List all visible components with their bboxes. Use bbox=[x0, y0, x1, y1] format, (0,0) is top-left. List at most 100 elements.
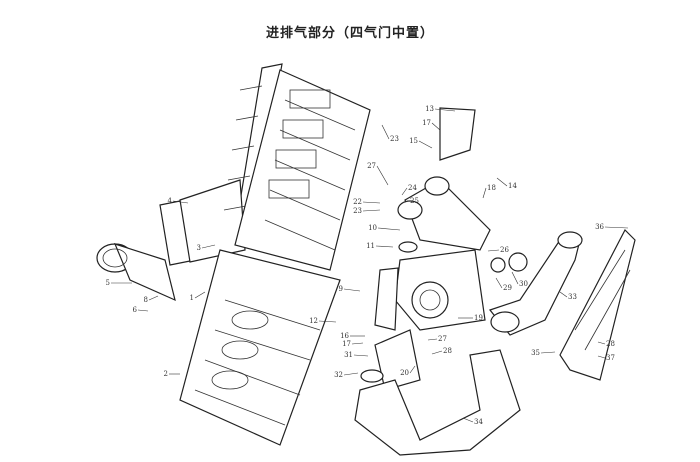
part-number: 34 bbox=[474, 418, 483, 426]
heat-shield bbox=[559, 228, 636, 381]
part-number: 19 bbox=[474, 314, 483, 322]
part-number: 5 bbox=[106, 279, 110, 287]
part-number: 17 bbox=[342, 340, 351, 348]
part-number: 33 bbox=[568, 293, 577, 301]
leader-line bbox=[559, 291, 568, 298]
leader-line bbox=[401, 187, 408, 196]
part-number: 28 bbox=[606, 340, 615, 348]
leader-line bbox=[353, 354, 369, 357]
part-label: 18 bbox=[482, 184, 496, 199]
part-label: 31 bbox=[344, 351, 369, 359]
leader-line bbox=[376, 165, 389, 186]
part-number: 22 bbox=[353, 198, 362, 206]
part-number: 23 bbox=[353, 207, 362, 215]
leader-line bbox=[482, 187, 487, 199]
leader-line bbox=[343, 288, 361, 292]
part-number: 15 bbox=[409, 137, 418, 145]
part-number: 26 bbox=[500, 246, 509, 254]
leader-line bbox=[431, 350, 443, 355]
part-label: 11 bbox=[366, 242, 394, 250]
part-label: 23 bbox=[381, 124, 399, 143]
part-number: 18 bbox=[487, 184, 496, 192]
part-label: 2 bbox=[164, 370, 180, 378]
leader-line bbox=[201, 244, 216, 249]
part-number: 10 bbox=[368, 224, 377, 232]
clamp bbox=[398, 241, 418, 253]
part-number: 25 bbox=[410, 197, 419, 205]
part-number: 32 bbox=[334, 371, 343, 379]
part-label: 32 bbox=[334, 371, 359, 379]
leader-line bbox=[597, 341, 606, 345]
cylinder-head bbox=[234, 69, 371, 271]
part-label: 17 bbox=[342, 340, 364, 348]
leader-line bbox=[434, 108, 456, 112]
part-number: 4 bbox=[168, 197, 173, 205]
part-number: 29 bbox=[503, 284, 512, 292]
leader-line bbox=[381, 124, 390, 140]
large-air-pipe bbox=[354, 349, 521, 456]
leader-line bbox=[401, 200, 410, 204]
part-number: 24 bbox=[408, 184, 417, 192]
part-label: 19 bbox=[458, 314, 483, 322]
part-number: 2 bbox=[164, 370, 168, 378]
part-number: 31 bbox=[344, 351, 353, 359]
part-label: 30 bbox=[511, 271, 528, 288]
part-label: 12 bbox=[309, 317, 337, 325]
part-label: 29 bbox=[495, 277, 512, 292]
part-number: 3 bbox=[197, 244, 201, 252]
part-label: 33 bbox=[559, 291, 577, 301]
part-label: 16 bbox=[340, 332, 365, 340]
part-number: 30 bbox=[519, 280, 528, 288]
part-label: 34 bbox=[462, 417, 483, 426]
leader-line bbox=[487, 249, 500, 252]
part-number: 37 bbox=[606, 354, 615, 362]
part-label: 22 bbox=[353, 198, 381, 206]
leader-line bbox=[148, 295, 159, 301]
leader-line bbox=[495, 277, 503, 289]
leader-line bbox=[375, 245, 394, 248]
part-number: 6 bbox=[133, 306, 138, 314]
part-label: 1 bbox=[190, 291, 206, 302]
part-label: 27 bbox=[367, 162, 389, 186]
clamp bbox=[490, 257, 506, 273]
leader-line bbox=[318, 320, 337, 323]
part-number: 8 bbox=[144, 296, 148, 304]
part-label: 4 bbox=[168, 197, 189, 205]
part-number: 14 bbox=[508, 182, 517, 190]
part-label: 37 bbox=[597, 354, 615, 362]
leader-line bbox=[343, 372, 359, 376]
leader-line bbox=[427, 338, 438, 341]
part-label: 28 bbox=[597, 340, 615, 348]
part-label: 10 bbox=[368, 224, 401, 232]
part-label: 36 bbox=[595, 223, 629, 231]
part-label: 9 bbox=[339, 285, 361, 293]
turbocharger bbox=[394, 249, 486, 331]
part-label: 13 bbox=[425, 105, 456, 113]
part-number: 27 bbox=[367, 162, 376, 170]
air-pipe bbox=[488, 239, 581, 336]
leader-line bbox=[540, 351, 556, 354]
part-label: 3 bbox=[197, 244, 216, 252]
leader-line bbox=[604, 226, 629, 229]
part-label: 5 bbox=[106, 279, 132, 287]
leader-line bbox=[137, 309, 149, 312]
part-label: 35 bbox=[531, 349, 556, 357]
part-number: 17 bbox=[422, 119, 431, 127]
leader-line bbox=[362, 201, 381, 204]
part-number: 12 bbox=[309, 317, 318, 325]
part-number: 35 bbox=[531, 349, 540, 357]
part-label: 8 bbox=[144, 295, 159, 304]
part-number: 27 bbox=[438, 335, 447, 343]
part-number: 16 bbox=[340, 332, 349, 340]
exhaust-elbow bbox=[397, 176, 491, 251]
engine-block bbox=[179, 249, 341, 446]
part-label: 23 bbox=[353, 207, 381, 215]
intake-elbow bbox=[96, 243, 176, 302]
leader-line bbox=[377, 227, 401, 231]
part-label: 6 bbox=[133, 306, 149, 314]
part-label: 15 bbox=[409, 137, 433, 149]
part-number: 11 bbox=[366, 242, 375, 250]
part-label: 28 bbox=[431, 347, 452, 355]
rubber-hose bbox=[374, 329, 421, 391]
